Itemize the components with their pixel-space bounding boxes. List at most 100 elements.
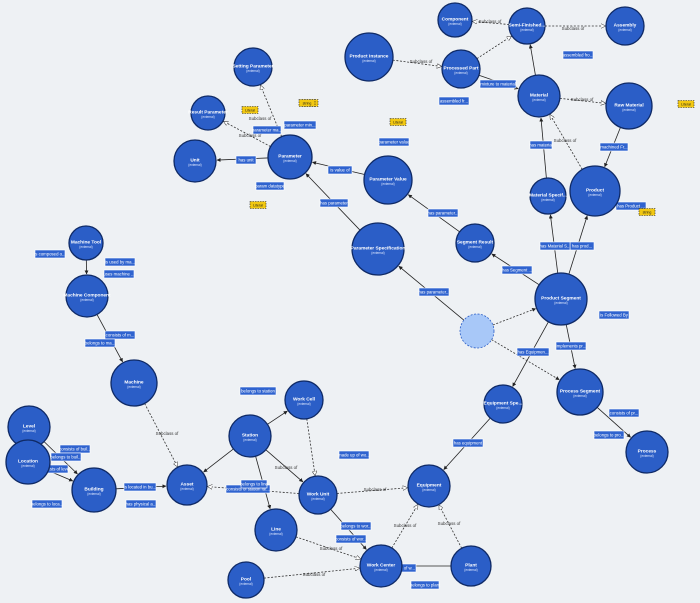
- node-circle[interactable]: [227, 561, 265, 599]
- edge-label[interactable]: param datatype: [255, 181, 286, 191]
- node-circle[interactable]: [110, 359, 158, 407]
- edge-label[interactable]: has Product ...: [615, 201, 647, 211]
- node-parameter-value[interactable]: Parameter Value(external): [363, 155, 413, 205]
- edge-label[interactable]: is used by ma...: [104, 257, 136, 267]
- datatype-box[interactable]: [241, 106, 259, 114]
- edge-label-box[interactable]: [104, 330, 136, 340]
- node-setting-parameter[interactable]: Setting Parameter(external): [232, 47, 274, 87]
- edge-label-box[interactable]: [598, 310, 630, 320]
- node-circle[interactable]: [233, 47, 273, 87]
- edge-label[interactable]: has parameter...: [427, 208, 459, 218]
- edge-label-box[interactable]: [615, 201, 647, 211]
- node-circle[interactable]: [71, 467, 117, 513]
- edge-label-box[interactable]: [327, 165, 353, 175]
- edge-label[interactable]: consists of pr...: [608, 408, 640, 418]
- edge-label[interactable]: has unit: [235, 155, 257, 165]
- node-circle[interactable]: [359, 544, 403, 588]
- edge-label[interactable]: belongs to station: [239, 386, 277, 396]
- edge-label[interactable]: parameter min...: [283, 120, 317, 130]
- datatype-box[interactable]: [389, 118, 407, 126]
- node-circle[interactable]: [68, 225, 104, 261]
- node-work-cell[interactable]: Work Cell(external): [284, 380, 324, 420]
- edge-label[interactable]: has Equipmen...: [516, 347, 550, 357]
- datatype-chip[interactable]: Literal: [249, 201, 267, 209]
- edge-label[interactable]: has physical a...: [125, 499, 157, 509]
- edge-label[interactable]: has parameter...: [418, 287, 450, 297]
- edge-label-box[interactable]: [335, 534, 367, 544]
- edge-label-box[interactable]: [599, 142, 629, 152]
- edge-label-box[interactable]: [608, 408, 640, 418]
- edge-label-box[interactable]: [539, 241, 571, 251]
- edge-label-box[interactable]: [338, 450, 370, 460]
- node-circle[interactable]: [65, 274, 109, 318]
- node-circle[interactable]: [437, 2, 473, 38]
- node-line[interactable]: Line(external): [254, 508, 298, 552]
- node-circle[interactable]: [441, 49, 481, 89]
- edge-label[interactable]: made up of wo...: [338, 450, 370, 460]
- node-circle[interactable]: [569, 165, 621, 217]
- node-circle[interactable]: [534, 272, 588, 326]
- edge-label-box[interactable]: [283, 120, 317, 130]
- node-processed-part[interactable]: Processed Part(external): [441, 49, 481, 89]
- edge-label[interactable]: implements pr...: [555, 341, 587, 351]
- node-raw-material[interactable]: Raw Material(external): [605, 82, 653, 130]
- edge-label[interactable]: belongs to wor...: [340, 521, 372, 531]
- edge-label-box[interactable]: [418, 287, 450, 297]
- edge-label[interactable]: mixture to material: [479, 79, 517, 89]
- node-circle[interactable]: [5, 439, 51, 485]
- edge-label[interactable]: parameter ma...: [252, 125, 282, 135]
- node-circle[interactable]: [625, 430, 669, 474]
- node-circle[interactable]: [267, 134, 313, 180]
- edge-label-box[interactable]: [235, 155, 257, 165]
- datatype-chip[interactable]: string: [298, 99, 316, 107]
- edge-label[interactable]: belongs to ma...: [84, 338, 116, 348]
- edge-label-box[interactable]: [438, 96, 470, 106]
- edge-label-box[interactable]: [479, 79, 517, 89]
- node-machine[interactable]: Machine(external): [110, 359, 158, 407]
- datatype-box[interactable]: [249, 201, 267, 209]
- datatype-chip[interactable]: Literal: [677, 100, 695, 108]
- edge-label[interactable]: is value of: [327, 165, 353, 175]
- node-circle[interactable]: [605, 6, 645, 46]
- edge-label-box[interactable]: [529, 140, 553, 150]
- node-circle[interactable]: [363, 155, 413, 205]
- node-machine-tool[interactable]: Machine Tool(external): [68, 225, 104, 261]
- node-circle[interactable]: [254, 508, 298, 552]
- edge-label[interactable]: has parameter: [319, 198, 349, 208]
- node-plant[interactable]: Plant(external): [450, 545, 492, 587]
- node-parameter[interactable]: Parameter(external): [267, 134, 313, 180]
- edge-label[interactable]: assembled fr...: [438, 96, 470, 106]
- node-circle[interactable]: [407, 464, 451, 508]
- edge-label[interactable]: parameter value: [378, 137, 410, 147]
- edge-label[interactable]: belongs to pro...: [594, 430, 625, 440]
- edge-label[interactable]: has Segment ...: [501, 265, 533, 275]
- node-process-segment[interactable]: Process Segment(external): [556, 368, 604, 416]
- node-circle[interactable]: [298, 475, 338, 515]
- node-circle[interactable]: [450, 545, 492, 587]
- node-semi-finished[interactable]: Semi-Finished...(external): [508, 7, 546, 45]
- datatype-chip[interactable]: Literal: [241, 106, 259, 114]
- node-circle[interactable]: [173, 139, 217, 183]
- node-product-segment[interactable]: Product Segment(external): [534, 272, 588, 326]
- node-circle[interactable]: [190, 95, 226, 131]
- edge-label-box[interactable]: [410, 580, 440, 590]
- edge-label-box[interactable]: [240, 479, 268, 489]
- node-station[interactable]: Station(external): [228, 414, 272, 458]
- datatype-chip[interactable]: Literal: [389, 118, 407, 126]
- node-circle[interactable]: [228, 414, 272, 458]
- edge-label-box[interactable]: [319, 198, 349, 208]
- node-parameter-spec[interactable]: Parameter Specification(external): [351, 222, 406, 276]
- edge-label-box[interactable]: [252, 125, 282, 135]
- node-material[interactable]: Material(external): [517, 74, 561, 118]
- edge-label[interactable]: consists of wor...: [335, 534, 367, 544]
- edge-label-box[interactable]: [125, 499, 157, 509]
- edge-label-box[interactable]: [340, 521, 372, 531]
- node-circle[interactable]: [284, 380, 324, 420]
- edge-label-box[interactable]: [50, 452, 82, 462]
- edge-label[interactable]: consists of m...: [104, 330, 136, 340]
- edge-label[interactable]: has material: [529, 140, 553, 150]
- node-pool[interactable]: Pool(external): [227, 561, 265, 599]
- node-machine-component[interactable]: Machine Component(external): [63, 274, 111, 318]
